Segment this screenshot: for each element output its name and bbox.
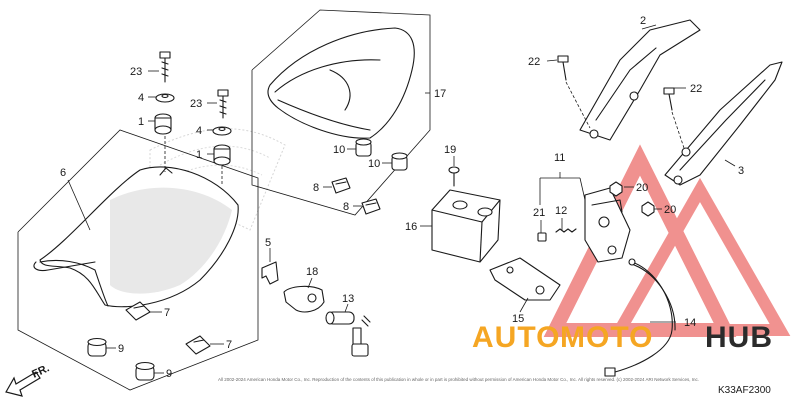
clip-part-5 [261, 261, 279, 285]
watermark-hub: HUB [705, 321, 773, 354]
callout-7-a: 7 [164, 307, 170, 319]
callout-10-b: 10 [368, 158, 380, 170]
rear-seat-cowl-frame [251, 9, 431, 216]
seat-group-frame [17, 129, 259, 391]
spring-part-12 [555, 228, 577, 233]
pin-part-21 [537, 232, 547, 242]
bracket-part-15 [489, 257, 561, 301]
clip-part-8-a [331, 177, 351, 194]
callout-3: 3 [738, 165, 744, 177]
callout-10-a: 10 [333, 144, 345, 156]
clip-part-8-b [361, 198, 381, 215]
callout-4-left: 4 [138, 92, 144, 104]
callout-4-right: 4 [196, 125, 202, 137]
rubber-bush-part-1-right [213, 144, 231, 166]
grab-rail-part-3 [664, 61, 783, 186]
grab-rail-part-2 [579, 19, 701, 141]
callout-21: 21 [533, 207, 545, 219]
washer-part-4-left [155, 93, 175, 103]
callout-23-right: 23 [190, 98, 202, 110]
rubber-bush-part-1-left [154, 113, 172, 135]
front-direction-arrow: FR. [5, 362, 51, 397]
callout-16: 16 [405, 221, 417, 233]
washer-part-4-right [212, 126, 232, 136]
seat-latch-part-11 [584, 187, 631, 263]
lock-cover-part-18 [283, 285, 325, 313]
callout-20-b: 20 [664, 204, 676, 216]
callout-12: 12 [555, 205, 567, 217]
callout-8-a: 8 [313, 182, 319, 194]
copyright-footer: All 2002-2024 American Honda Motor Co., … [218, 377, 699, 382]
automotohub-watermark: AUTO MOTO HUB [472, 321, 773, 354]
callout-13: 13 [342, 293, 354, 305]
cushion-part-9-a [87, 337, 107, 357]
callout-20-a: 20 [636, 182, 648, 194]
callout-6: 6 [60, 167, 66, 179]
watermark-auto: AUTO [472, 321, 560, 354]
callout-17: 17 [434, 88, 446, 100]
callout-8-b: 8 [343, 201, 349, 213]
leader-lines [67, 24, 736, 374]
callout-1-left: 1 [138, 116, 144, 128]
bolt-part-22-right [663, 87, 675, 111]
cushion-part-10-b [391, 152, 408, 171]
callout-19: 19 [444, 144, 456, 156]
callout-7-b: 7 [226, 339, 232, 351]
key-cylinder-part-13 [325, 311, 371, 357]
seat-lock-cable-part-14 [604, 258, 676, 377]
cushion-part-7-b [185, 335, 211, 355]
cushion-part-10-a [355, 138, 372, 157]
watermark-moto: MOTO [560, 321, 653, 354]
seat-cowl-part-17 [267, 27, 415, 139]
callout-18: 18 [306, 266, 318, 278]
bolt-part-23-right [217, 89, 229, 119]
main-seat-part-6 [33, 166, 239, 308]
callout-2: 2 [640, 15, 646, 27]
diagram-code: K33AF2300 [718, 385, 771, 396]
nut-part-20-b [641, 201, 655, 217]
screw-part-19 [448, 166, 460, 187]
callout-14: 14 [684, 317, 696, 329]
bolt-part-23-left [159, 51, 171, 83]
part-callouts: 23 4 1 23 4 1 6 17 10 10 8 8 7 7 9 9 5 1… [60, 15, 744, 380]
case-part-16 [431, 189, 501, 263]
callout-9-a: 9 [118, 343, 124, 355]
cushion-part-9-b [135, 361, 155, 381]
callout-1-right: 1 [196, 149, 202, 161]
callout-11: 11 [554, 152, 565, 164]
callout-5: 5 [265, 237, 271, 249]
front-direction-label: FR. [30, 362, 51, 380]
callout-23-left: 23 [130, 66, 142, 78]
bolt-part-22-left [557, 55, 569, 81]
callout-22-right: 22 [690, 83, 702, 95]
nut-part-20-a [609, 181, 623, 197]
callout-15: 15 [512, 313, 524, 325]
callout-22-left: 22 [528, 56, 540, 68]
callout-9-b: 9 [166, 368, 172, 380]
